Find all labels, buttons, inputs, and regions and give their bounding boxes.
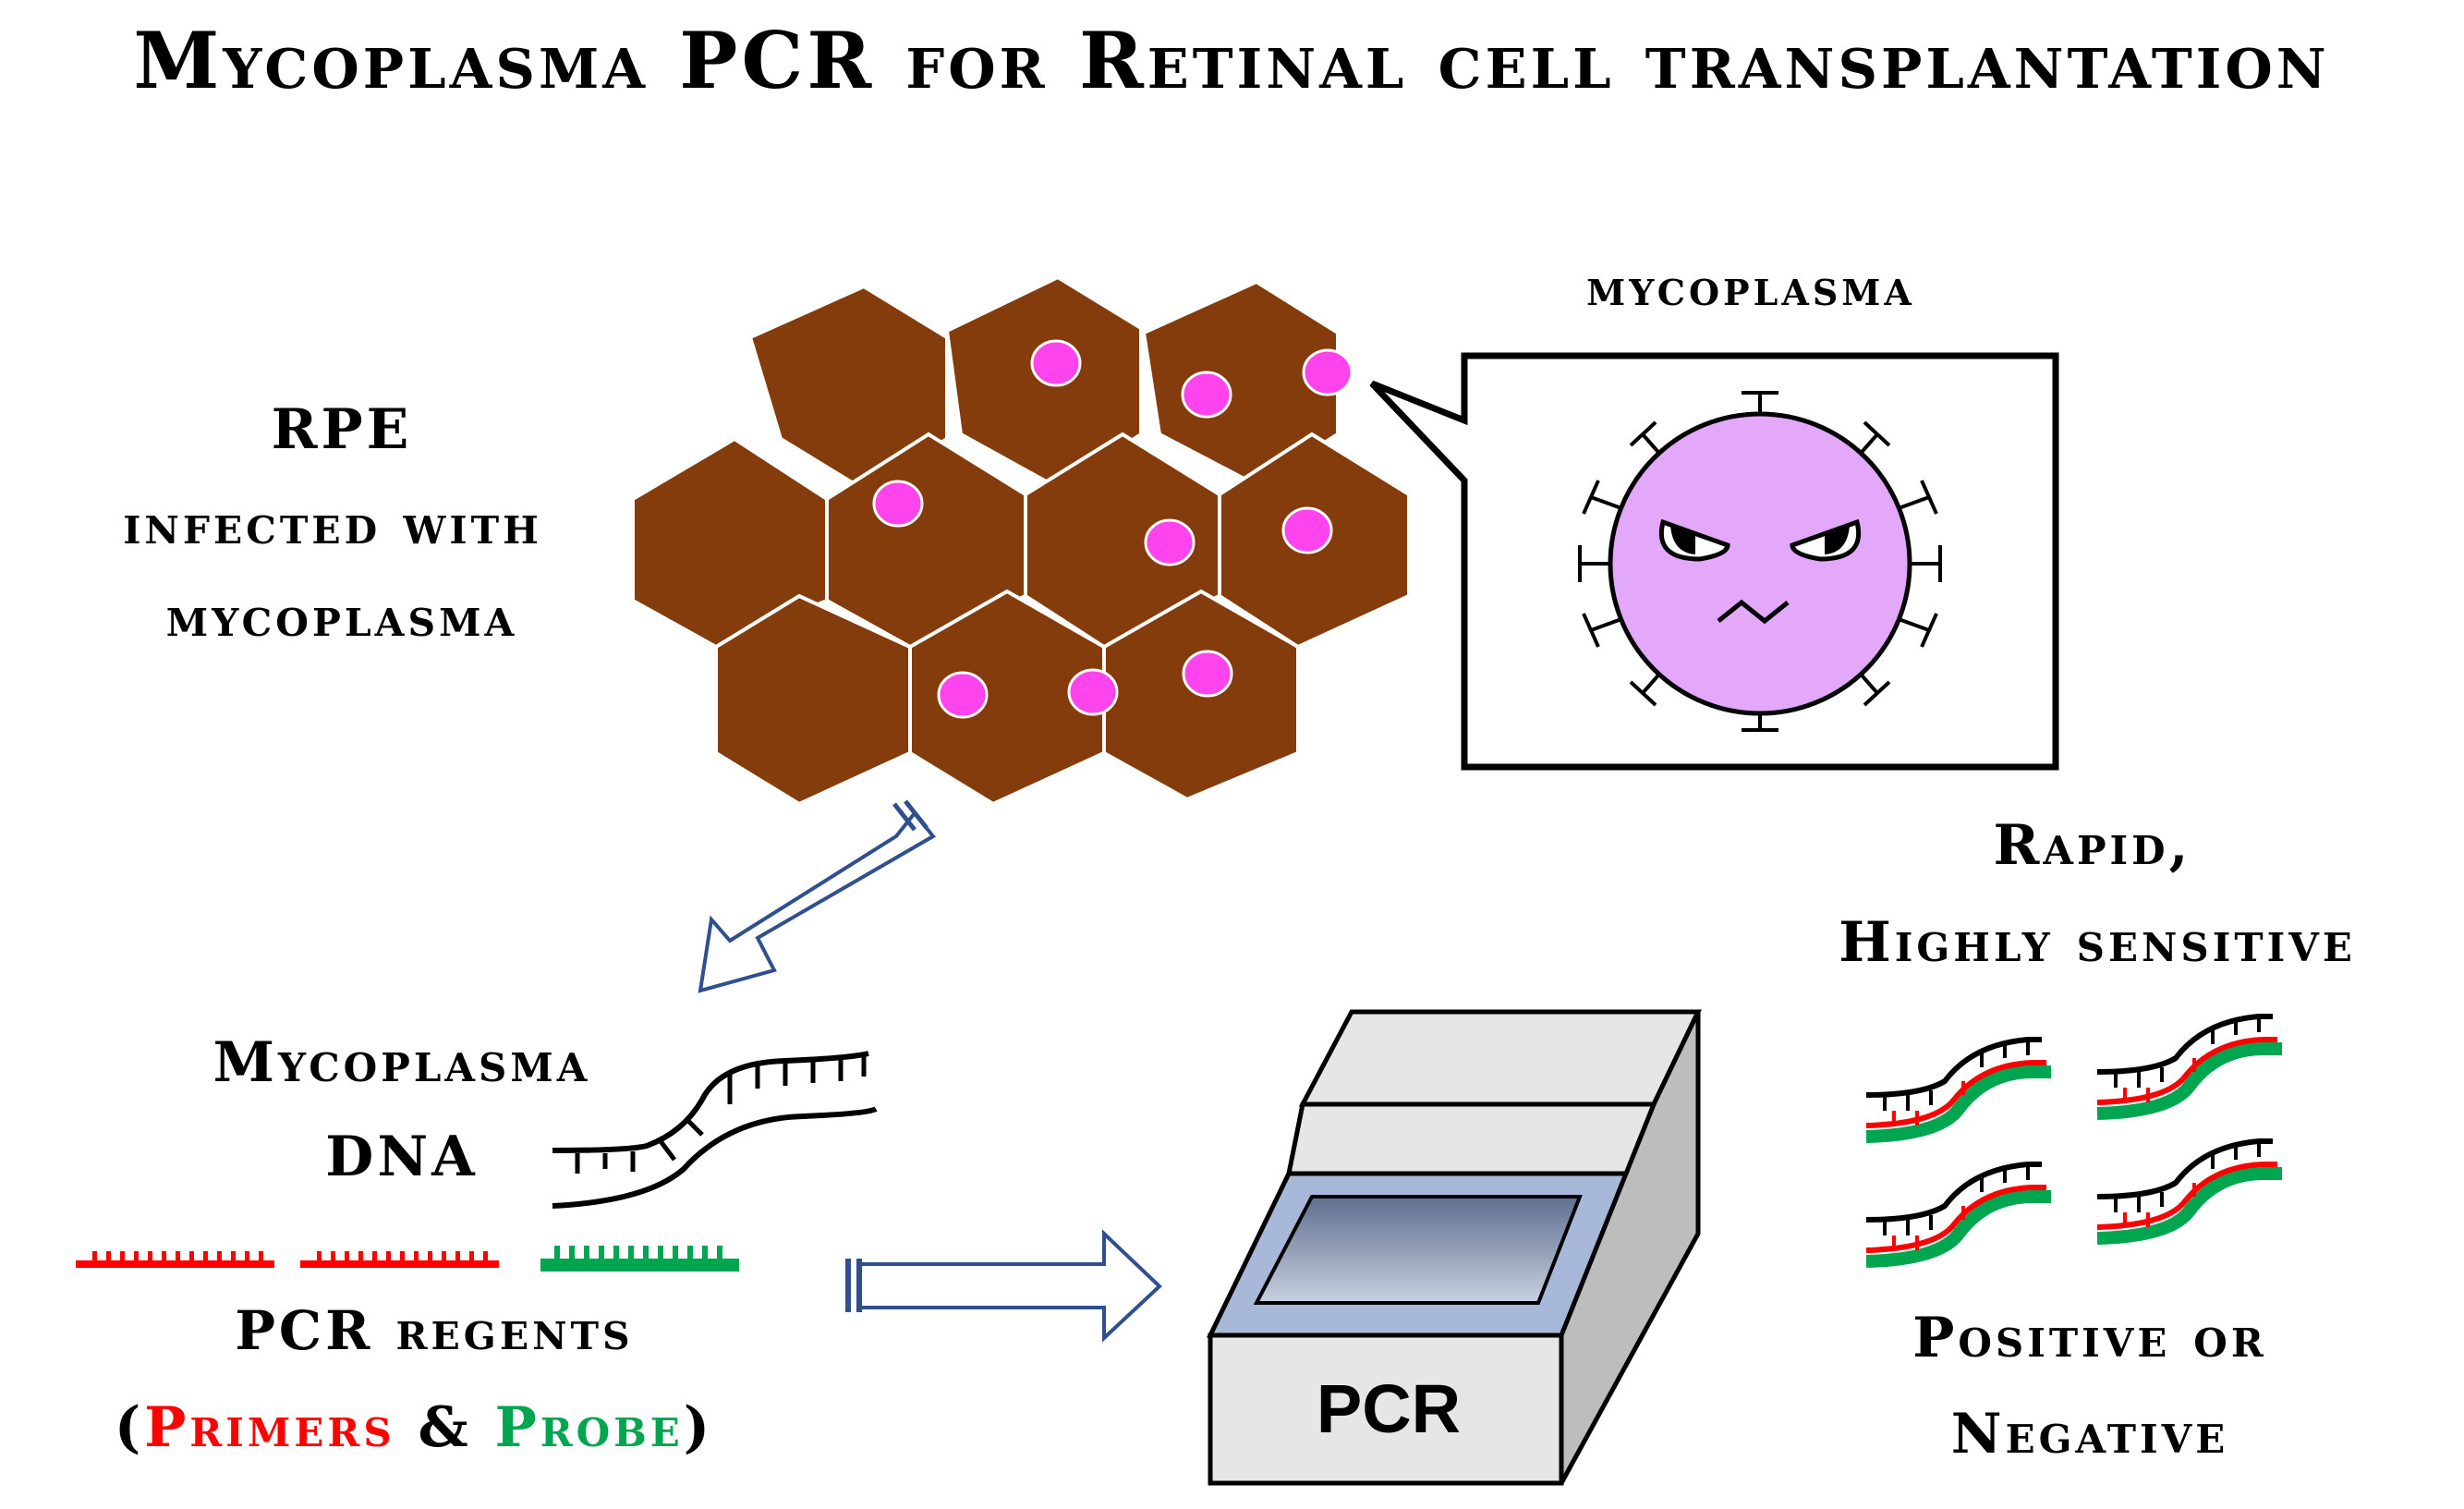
result-label-line3: Positive or xyxy=(1912,1306,2267,1370)
primer-teeth xyxy=(317,1251,488,1260)
primer-strip xyxy=(76,1251,274,1268)
close-paren: ) xyxy=(684,1395,713,1460)
mycoplasma-spots xyxy=(872,339,1353,719)
mycoplasma-spot xyxy=(1182,650,1233,698)
mouth xyxy=(1717,599,1790,625)
open-paren: ( xyxy=(115,1395,144,1460)
mycoplasma-character xyxy=(1578,391,1942,732)
mycoplasma-body xyxy=(1608,411,1912,716)
dna-label-line2: DNA xyxy=(325,1125,478,1189)
pcr-machine xyxy=(1207,1009,1702,1486)
amplicon xyxy=(1865,1162,2051,1268)
amplicon xyxy=(1865,1037,2051,1143)
pcr-machine-label: PCR xyxy=(1317,1370,1461,1447)
result-label-line1: Rapid, xyxy=(1994,813,2192,878)
spikes xyxy=(1578,391,1942,732)
mycoplasma-spot xyxy=(1144,518,1196,566)
mycoplasma-bubble-label: mycoplasma xyxy=(1586,258,1915,317)
result-label-line4: Negative xyxy=(1951,1402,2229,1466)
mycoplasma-spot xyxy=(1302,348,1353,396)
amplicon xyxy=(2096,1014,2282,1120)
pcr-machine-lid-front xyxy=(1285,1101,1657,1176)
dna-top-strand xyxy=(699,1051,869,1101)
mycoplasma-spot xyxy=(1067,668,1119,716)
dna-bottom-strand xyxy=(552,1106,878,1209)
arrow-to-pcr xyxy=(845,1229,1162,1343)
right-eye-pupil xyxy=(1825,525,1850,554)
probe-teeth xyxy=(554,1246,722,1259)
primers-label: Primers xyxy=(144,1395,394,1460)
rpe-label-line3: mycoplasma xyxy=(166,586,518,649)
mycoplasma-spot xyxy=(1030,339,1082,387)
mycoplasma-spot xyxy=(872,480,924,528)
primer-strip xyxy=(300,1251,499,1268)
rpe-cell-sheet xyxy=(631,274,1411,807)
reagents-label-line1: PCR regents xyxy=(235,1299,633,1362)
pcr-machine-front xyxy=(1208,1333,1564,1486)
dna-label-line1: Mycoplasma xyxy=(213,1030,591,1095)
amplicon xyxy=(2096,1138,2282,1245)
rpe-label-line2: infected with xyxy=(123,493,542,556)
left-eye-pupil xyxy=(1670,525,1695,554)
dna-rungs xyxy=(575,1055,867,1174)
arrow-to-pcr-shape xyxy=(857,1229,1162,1343)
pcr-machine-well xyxy=(1253,1195,1583,1305)
mycoplasma-spot xyxy=(1181,371,1232,419)
probe-label: Probe xyxy=(495,1395,684,1460)
rpe-label: RPE infected with mycoplasma xyxy=(123,397,542,649)
pcr-machine-lid-top xyxy=(1298,1009,1702,1107)
result-label-line2: Highly sensitive xyxy=(1839,910,2356,975)
rpe-label-line1: RPE xyxy=(272,397,413,462)
reagents-label-line2: (Primers & Probe) xyxy=(115,1395,713,1460)
probe-strip xyxy=(540,1246,739,1272)
ampersand: & xyxy=(395,1395,495,1460)
amplified-products xyxy=(1865,1014,2282,1268)
arrow-to-dna xyxy=(698,799,937,993)
mycoplasma-dna-strand xyxy=(552,1051,878,1209)
primer-teeth xyxy=(92,1251,263,1260)
mycoplasma-spot xyxy=(937,671,989,719)
mycoplasma-spot xyxy=(1281,506,1333,554)
primers-and-probe xyxy=(76,1246,739,1272)
page-title: Mycoplasma PCR for Retinal cell transpla… xyxy=(133,15,2329,106)
dna-left-strand xyxy=(552,1098,705,1153)
arrow-to-dna-shape xyxy=(698,809,937,993)
